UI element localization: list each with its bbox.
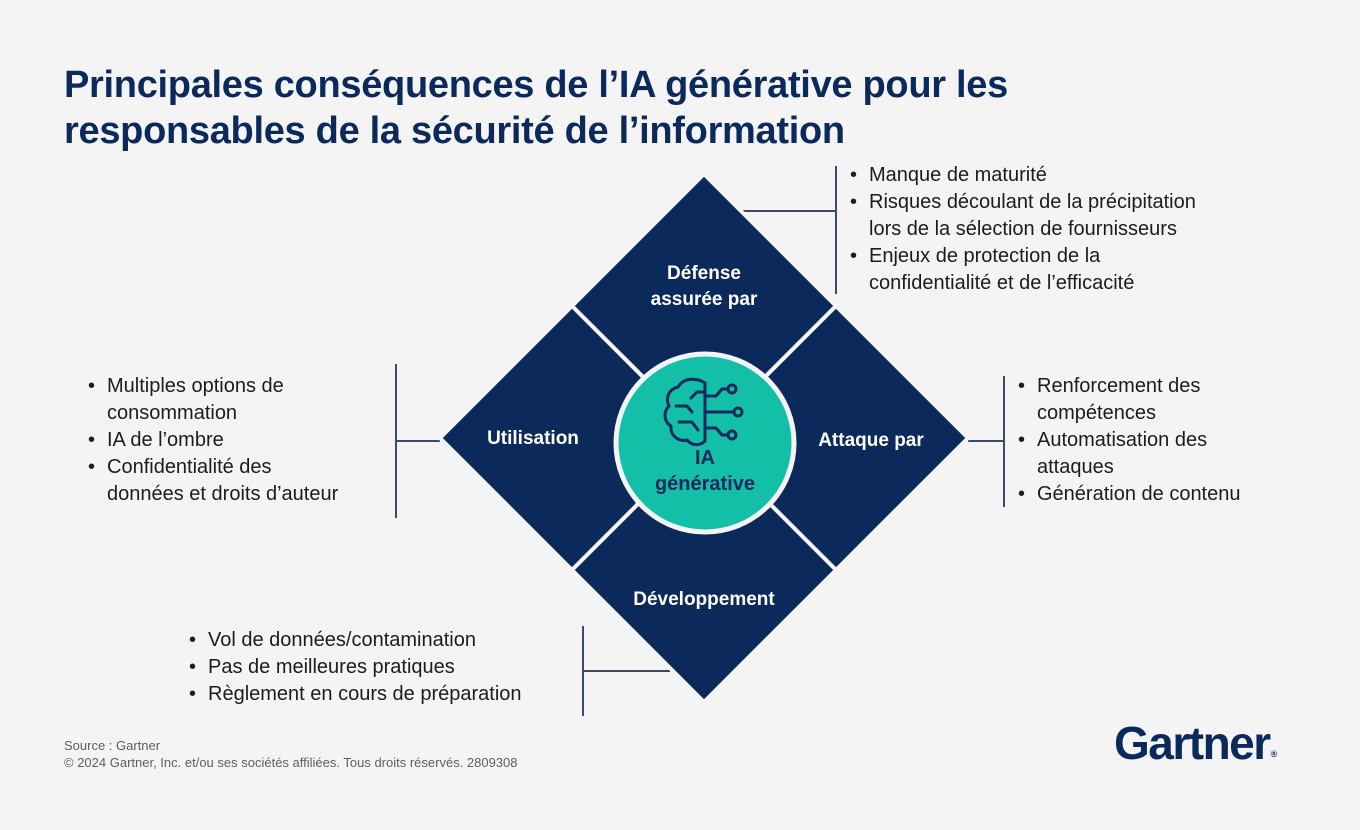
bullet-item: Multiples options de consommation bbox=[88, 373, 338, 427]
bullet-list-top: Manque de maturitéRisques découlant de l… bbox=[850, 162, 1196, 297]
bullet-item-line: attaques bbox=[1037, 456, 1114, 478]
bullet-item: Automatisation des attaques bbox=[1018, 427, 1241, 481]
bullet-item-line: compétences bbox=[1037, 402, 1156, 424]
bullet-item-line: IA de l’ombre bbox=[107, 429, 224, 451]
bullet-item: Enjeux de protection de la confidentialit… bbox=[850, 243, 1196, 297]
bullet-item-line: Vol de données/contamination bbox=[208, 629, 476, 651]
bullet-item-line: Risques découlant de la précipitation bbox=[869, 191, 1196, 213]
quadrant-label-top-line-2: assurée par bbox=[650, 289, 758, 310]
bullet-item: Règlement en cours de préparation bbox=[189, 681, 522, 708]
bullet-item-line: Renforcement des bbox=[1037, 375, 1201, 397]
title-line-2: responsables de la sécurité de l’informa… bbox=[64, 110, 845, 152]
quadrant-label-right: Attaque par bbox=[818, 430, 924, 451]
brain-circuit-icon bbox=[663, 377, 744, 447]
bullet-list-bottom: Vol de données/contaminationPas de meill… bbox=[189, 627, 522, 708]
page-title: Principales conséquences de l’IA générat… bbox=[64, 62, 1264, 154]
bullet-item-line: Manque de maturité bbox=[869, 164, 1047, 186]
bullet-item-line: Multiples options de bbox=[107, 375, 284, 397]
footer-source: Source : Gartner bbox=[64, 738, 161, 753]
bullet-item-line: Automatisation des bbox=[1037, 429, 1208, 451]
bullet-item-line: consommation bbox=[107, 402, 238, 424]
bullet-item: Manque de maturité bbox=[850, 162, 1196, 189]
center-label-line-1: IA bbox=[695, 447, 715, 469]
connectors bbox=[395, 166, 1005, 716]
center-label: IA générative bbox=[630, 445, 780, 497]
bullet-item: Pas de meilleures pratiques bbox=[189, 654, 522, 681]
bullet-item-line: lors de la sélection de fournisseurs bbox=[869, 218, 1177, 240]
footer-copyright: © 2024 Gartner, Inc. et/ou ses sociétés … bbox=[64, 755, 518, 770]
bullet-item-line: Pas de meilleures pratiques bbox=[208, 656, 455, 678]
quadrant-label-top: Défense assurée par bbox=[604, 261, 804, 313]
gartner-logo: Gartner® bbox=[1114, 716, 1278, 770]
bullet-item: Risques découlant de la précipitation lor… bbox=[850, 189, 1196, 243]
gartner-logo-text: Gartner bbox=[1114, 717, 1271, 769]
bullet-item-line: Règlement en cours de préparation bbox=[208, 683, 522, 705]
bullet-item: IA de l’ombre bbox=[88, 427, 338, 454]
bullet-list-right: Renforcement des compétencesAutomatisatio… bbox=[1018, 373, 1241, 508]
bullet-item-line: confidentialité et de l’efficacité bbox=[869, 272, 1135, 294]
title-line-1: Principales conséquences de l’IA générat… bbox=[64, 64, 1008, 106]
bullet-item: Génération de contenu bbox=[1018, 481, 1241, 508]
center-label-line-2: générative bbox=[654, 473, 756, 495]
bullet-item-line: données et droits d’auteur bbox=[107, 483, 339, 505]
quadrant-label-bottom: Développement bbox=[633, 589, 775, 610]
quadrant-label-top-line-1: Défense bbox=[667, 263, 741, 284]
bullet-item: Vol de données/contamination bbox=[189, 627, 522, 654]
bullet-item-line: Génération de contenu bbox=[1037, 483, 1241, 505]
bullet-item-line: Enjeux de protection de la bbox=[869, 245, 1101, 267]
quadrant-label-left: Utilisation bbox=[487, 428, 579, 449]
bullet-item: Confidentialité des données et droits d’a… bbox=[88, 454, 338, 508]
bullet-list-left: Multiples options de consommation IA de l’… bbox=[88, 373, 338, 508]
bullet-item: Renforcement des compétences bbox=[1018, 373, 1241, 427]
registered-mark: ® bbox=[1270, 749, 1278, 759]
bullet-item-line: Confidentialité des bbox=[107, 456, 272, 478]
